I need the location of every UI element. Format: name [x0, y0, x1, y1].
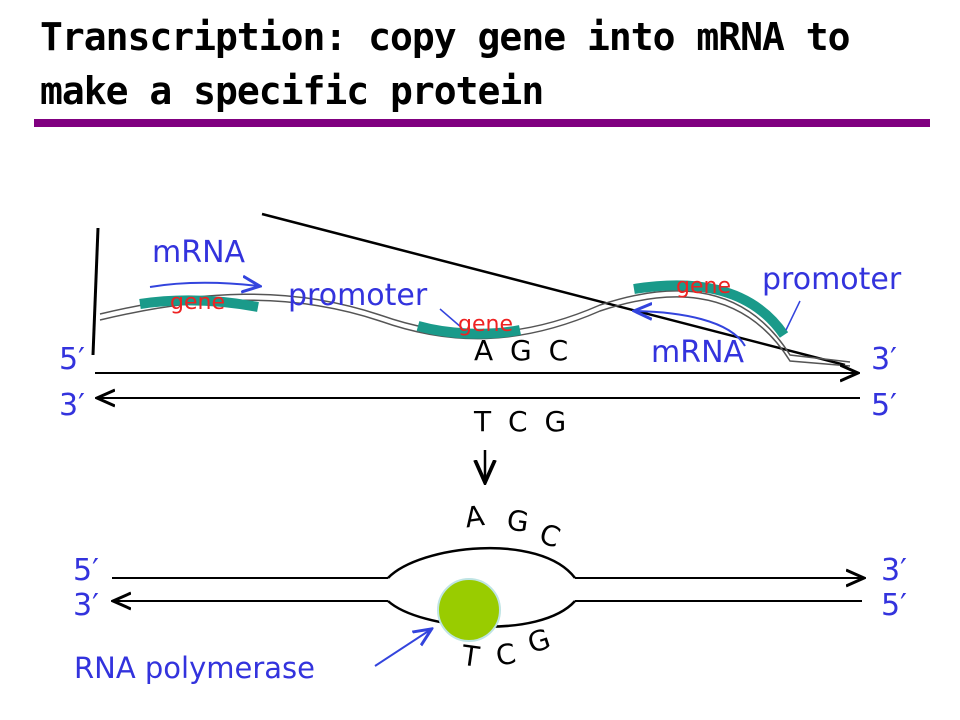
bottom-five-prime-left: 5′ — [73, 553, 99, 588]
title-divider — [34, 119, 930, 127]
gene-label-right: gene — [676, 274, 731, 299]
top-three-prime-right: 3′ — [871, 342, 897, 377]
bottom-three-prime-right: 3′ — [881, 553, 907, 588]
page-title: Transcription: copy gene into mRNA to ma… — [40, 15, 850, 113]
mrna-label-left: mRNA — [152, 235, 246, 270]
zoom-line-right — [261, 212, 846, 367]
promoter-label-left: promoter — [288, 278, 428, 313]
promoter-right-pointer — [785, 300, 801, 331]
mrna-label-right: mRNA — [651, 335, 745, 370]
rna-polymerase-label: RNA polymerase — [74, 651, 316, 685]
template-sequence-top: T C G — [474, 405, 571, 438]
coding-sequence-top: A G C — [474, 334, 573, 367]
mrna-left-arrow — [149, 283, 258, 287]
promoter-left-pointer — [439, 308, 463, 329]
bubble-base-top-2: G — [504, 503, 535, 540]
gene-label-middle: gene — [458, 312, 513, 337]
gene-segment-left — [139, 295, 259, 312]
bubble-upper-strand — [387, 546, 576, 579]
bubble-base-top-1: A — [462, 498, 491, 535]
top-five-prime-right: 5′ — [871, 388, 897, 423]
polymerase-pointer-arrow — [374, 630, 430, 667]
gene-segment-right — [633, 280, 789, 338]
zoom-line-left — [91, 227, 100, 356]
gene-label-left: gene — [170, 290, 225, 315]
top-five-prime-left: 5′ — [59, 342, 85, 377]
bottom-three-prime-left: 3′ — [73, 588, 99, 623]
promoter-label-right: promoter — [762, 262, 902, 297]
rna-polymerase — [437, 578, 501, 642]
top-three-prime-left: 3′ — [59, 388, 85, 423]
gene-segment-middle — [416, 321, 521, 339]
mrna-right-arrow — [636, 311, 746, 347]
bottom-five-prime-right: 5′ — [881, 588, 907, 623]
